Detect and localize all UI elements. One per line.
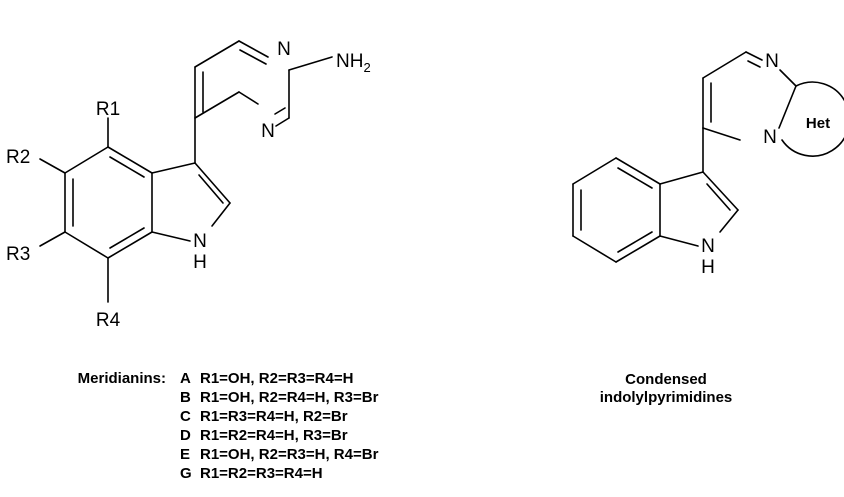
indole-n-label: N — [193, 231, 207, 252]
condensed-pyrimidine-n3-label: N — [763, 127, 777, 148]
het-ring-label: Het — [806, 115, 830, 132]
condensed-indole-h-label: H — [701, 257, 715, 278]
r4-label: R4 — [96, 310, 121, 331]
r2-label: R2 — [6, 147, 30, 168]
r1-label: R1 — [96, 99, 120, 120]
meridianins-caption: Meridianins: — [78, 370, 166, 387]
pyrimidine-n3-label: N — [261, 121, 275, 142]
meridianin-structure: N N NH2 N H R1 R2 R3 R4 — [6, 39, 371, 331]
condensed-caption-line1: Condensed — [625, 371, 707, 388]
indole-h-label: H — [193, 252, 207, 273]
condensed-indole-n-label: N — [701, 236, 715, 257]
condensed-pyrimidine-n1-label: N — [765, 51, 779, 72]
condensed-indolylpyrimidine-structure: N N Het N H — [572, 51, 844, 278]
r3-label: R3 — [6, 244, 30, 265]
condensed-caption-line2: indolylpyrimidines — [600, 389, 733, 406]
amino-group-label: NH2 — [336, 51, 371, 75]
pyrimidine-n1-label: N — [277, 39, 291, 60]
